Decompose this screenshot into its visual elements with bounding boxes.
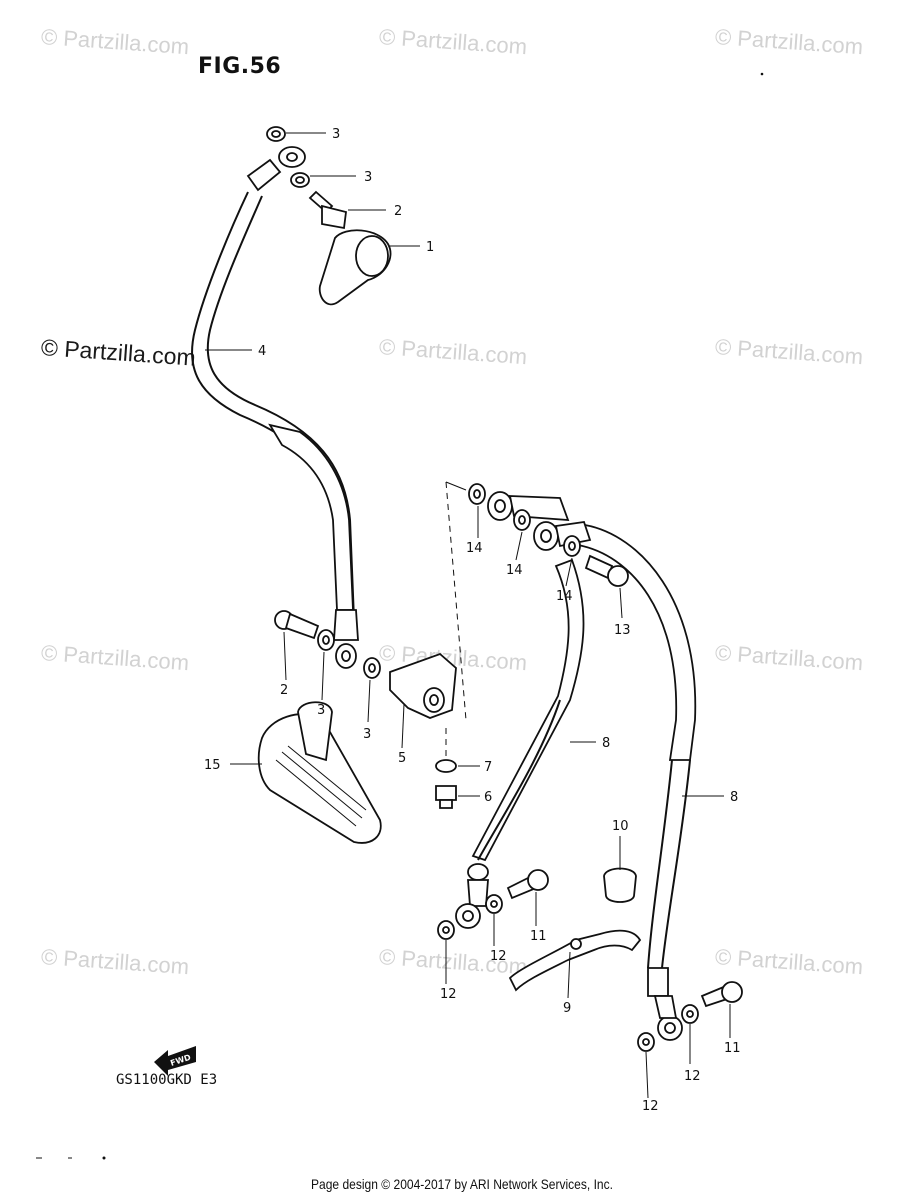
callout-10: 10: [612, 819, 629, 834]
callout-13: 13: [614, 623, 631, 638]
union-bolt[interactable]: [700, 981, 743, 1008]
union-bolt[interactable]: [506, 869, 549, 900]
washer[interactable]: [468, 483, 486, 505]
brake-hose-joint[interactable]: [389, 652, 457, 719]
callout-3-top: 3: [332, 127, 340, 142]
grommet[interactable]: [603, 867, 637, 903]
washer[interactable]: [637, 1032, 655, 1052]
callout-12-left: 12: [440, 987, 457, 1002]
callout-8-inner: 8: [602, 736, 610, 751]
callout-9: 9: [563, 1001, 571, 1016]
figure-title: FIG.56: [198, 54, 282, 79]
callout-12-bottom: 12: [642, 1099, 659, 1114]
union-bolt[interactable]: [274, 610, 320, 640]
washer[interactable]: [513, 509, 531, 531]
callout-2-top: 2: [394, 204, 402, 219]
footer-copyright: Page design © 2004-2017 by ARI Network S…: [310, 1176, 613, 1192]
callout-12-right: 12: [684, 1069, 701, 1084]
washer[interactable]: [290, 172, 310, 188]
forward-arrow-icon: FWD: [154, 1046, 196, 1076]
callout-14-c: 14: [556, 589, 573, 604]
callout-14-a: 14: [466, 541, 483, 556]
callout-11-mid: 11: [530, 929, 547, 944]
banjo-fitting[interactable]: [533, 521, 592, 551]
callout-1: 1: [426, 240, 434, 255]
callout-12-mid: 12: [490, 949, 507, 964]
callout-7: 7: [484, 760, 492, 775]
brake-hose-upper[interactable]: [191, 146, 359, 669]
callout-14-b: 14: [506, 563, 523, 578]
callout-6: 6: [484, 790, 492, 805]
bolt[interactable]: [435, 785, 457, 809]
washer[interactable]: [266, 126, 286, 142]
washer[interactable]: [485, 894, 503, 914]
callout-3-lower-b: 3: [363, 727, 371, 742]
washer[interactable]: [563, 535, 581, 557]
callout-11-right: 11: [724, 1041, 741, 1056]
callout-15: 15: [204, 758, 221, 773]
brake-hose-right-outer[interactable]: [576, 523, 697, 1041]
callout-numbers: 3 3 2 1 4 14 14 14 13 2 3 3 5 7 6 15 8 8…: [204, 127, 741, 1114]
washer[interactable]: [363, 657, 381, 679]
hose-clamp-bracket[interactable]: [508, 929, 642, 992]
union-bolt[interactable]: [584, 554, 629, 587]
washer[interactable]: [317, 629, 335, 651]
callout-4: 4: [258, 344, 266, 359]
hose-cover[interactable]: [257, 701, 382, 844]
callout-3-upper: 3: [364, 170, 372, 185]
washer[interactable]: [437, 920, 455, 940]
brake-hose-right-inner[interactable]: [455, 558, 585, 929]
callout-8-outer: 8: [730, 790, 738, 805]
union-bolt[interactable]: [308, 190, 347, 230]
callout-3-lower-a: 3: [317, 703, 325, 718]
leader-lines: [205, 132, 731, 1099]
callout-2-lower: 2: [280, 683, 288, 698]
callout-5: 5: [398, 751, 406, 766]
model-code: GS1100GKD E3: [116, 1072, 218, 1088]
scan-marks: [36, 72, 764, 1160]
washer[interactable]: [681, 1004, 699, 1024]
lock-washer[interactable]: [435, 759, 457, 773]
master-cylinder-cap[interactable]: [318, 229, 392, 306]
